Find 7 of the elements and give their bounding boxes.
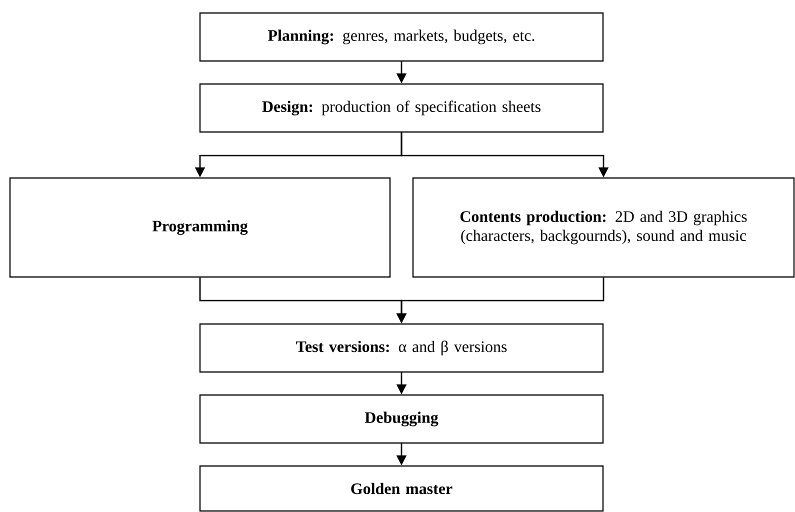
process-box: Design: production of specification sheets	[199, 83, 604, 133]
process-box: Debugging	[199, 394, 604, 444]
process-box: Planning: genres, markets, budgets, etc.	[199, 12, 604, 62]
process-box: Test versions: α and β versions	[199, 323, 604, 373]
process-box: Contents production: 2D and 3D graphics (characters, backgournds), sound and music	[412, 177, 795, 278]
process-box: Programming	[9, 177, 391, 278]
process-box: Golden master	[199, 465, 604, 512]
